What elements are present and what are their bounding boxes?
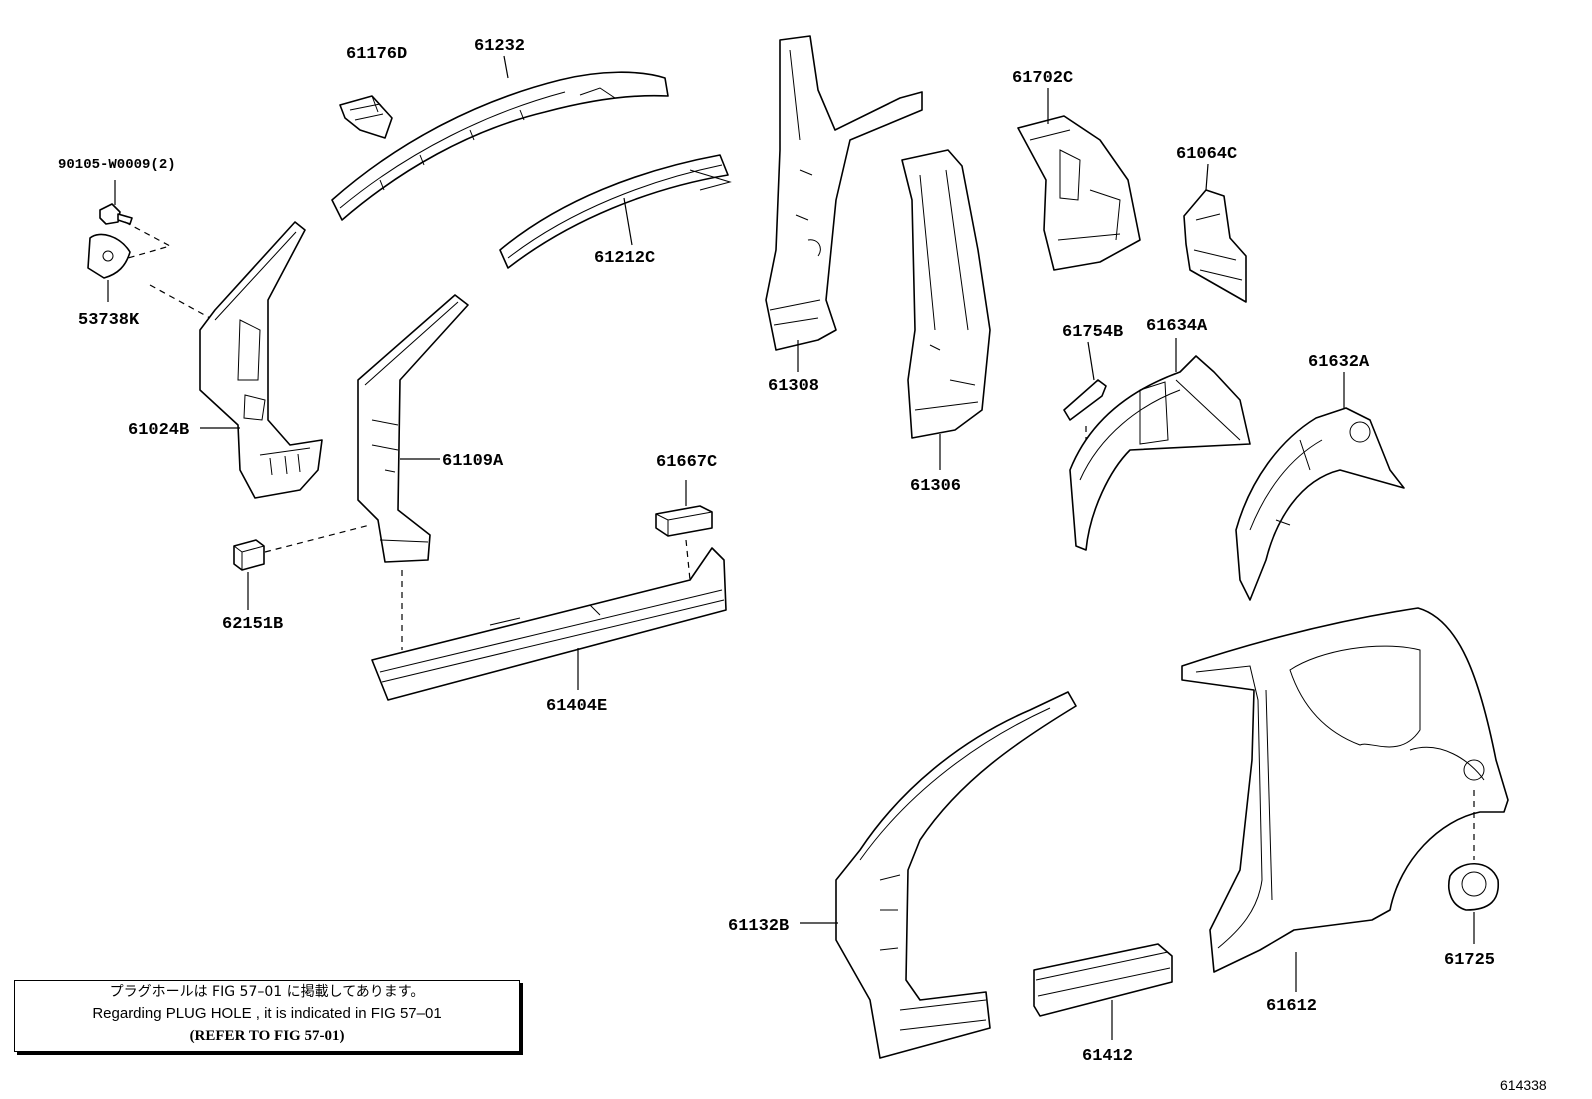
part-61232-roof-rail xyxy=(331,71,669,221)
part-61132b-body-side-front xyxy=(800,691,1077,1059)
label-61412: 61412 xyxy=(1082,1047,1133,1066)
part-61176d-bracket xyxy=(339,95,393,139)
label-61308: 61308 xyxy=(768,377,819,396)
note-line-japanese: プラグホールは FIG 57–01 に掲載してあります。 xyxy=(109,984,425,1000)
part-53738k-shim xyxy=(87,233,131,302)
part-61612-quarter-panel xyxy=(1181,607,1509,992)
label-61132b: 61132B xyxy=(728,917,789,936)
part-61024b-front-pillar xyxy=(199,221,323,499)
label-61725: 61725 xyxy=(1444,951,1495,970)
label-53738k: 53738K xyxy=(78,311,140,330)
part-61109a-pillar-inner xyxy=(357,294,469,563)
part-61404e-rocker xyxy=(371,547,727,701)
label-61404e: 61404E xyxy=(546,697,607,716)
part-61754b-bracket xyxy=(1063,341,1107,421)
part-61212c-rail-inner xyxy=(499,154,732,269)
label-61306: 61306 xyxy=(910,477,961,496)
label-61667c: 61667C xyxy=(656,453,717,472)
part-62151b-pad xyxy=(233,539,265,610)
label-61064c: 61064C xyxy=(1176,145,1237,164)
label-61232: 61232 xyxy=(474,37,525,56)
part-61308-center-pillar xyxy=(765,35,923,372)
label-61109a: 61109A xyxy=(442,452,504,471)
part-90105-bolt xyxy=(99,180,133,225)
label-61176d: 61176D xyxy=(346,45,407,64)
figure-number: 614338 xyxy=(1500,1077,1547,1093)
label-61702c: 61702C xyxy=(1012,69,1073,88)
label-61632a: 61632A xyxy=(1308,353,1370,372)
part-61064c-bracket xyxy=(1183,163,1247,303)
part-61306-pillar-inner xyxy=(901,149,991,470)
note-reference: (REFER TO FIG 57-01) xyxy=(189,1028,345,1044)
label-90105: 90105-W0009(2) xyxy=(58,157,176,173)
part-61632a-wheelhouse-inner xyxy=(1235,372,1405,601)
plug-hole-note: プラグホールは FIG 57–01 に掲載してあります。 Regarding P… xyxy=(14,980,520,1052)
part-61725-fuel-housing xyxy=(1448,863,1499,944)
label-61754b: 61754B xyxy=(1062,323,1123,342)
part-61634a-wheelhouse xyxy=(1069,338,1251,551)
part-61702c-quarter-inner xyxy=(1017,88,1141,271)
note-line-english: Regarding PLUG HOLE , it is indicated in… xyxy=(92,1005,442,1022)
label-62151b: 62151B xyxy=(222,615,283,634)
label-61024b: 61024B xyxy=(128,421,189,440)
label-61612: 61612 xyxy=(1266,997,1317,1016)
part-61412-rocker-outer xyxy=(1033,943,1173,1040)
label-61634a: 61634A xyxy=(1146,317,1208,336)
label-61212c: 61212C xyxy=(594,249,655,268)
part-61667c-pad xyxy=(655,480,713,537)
